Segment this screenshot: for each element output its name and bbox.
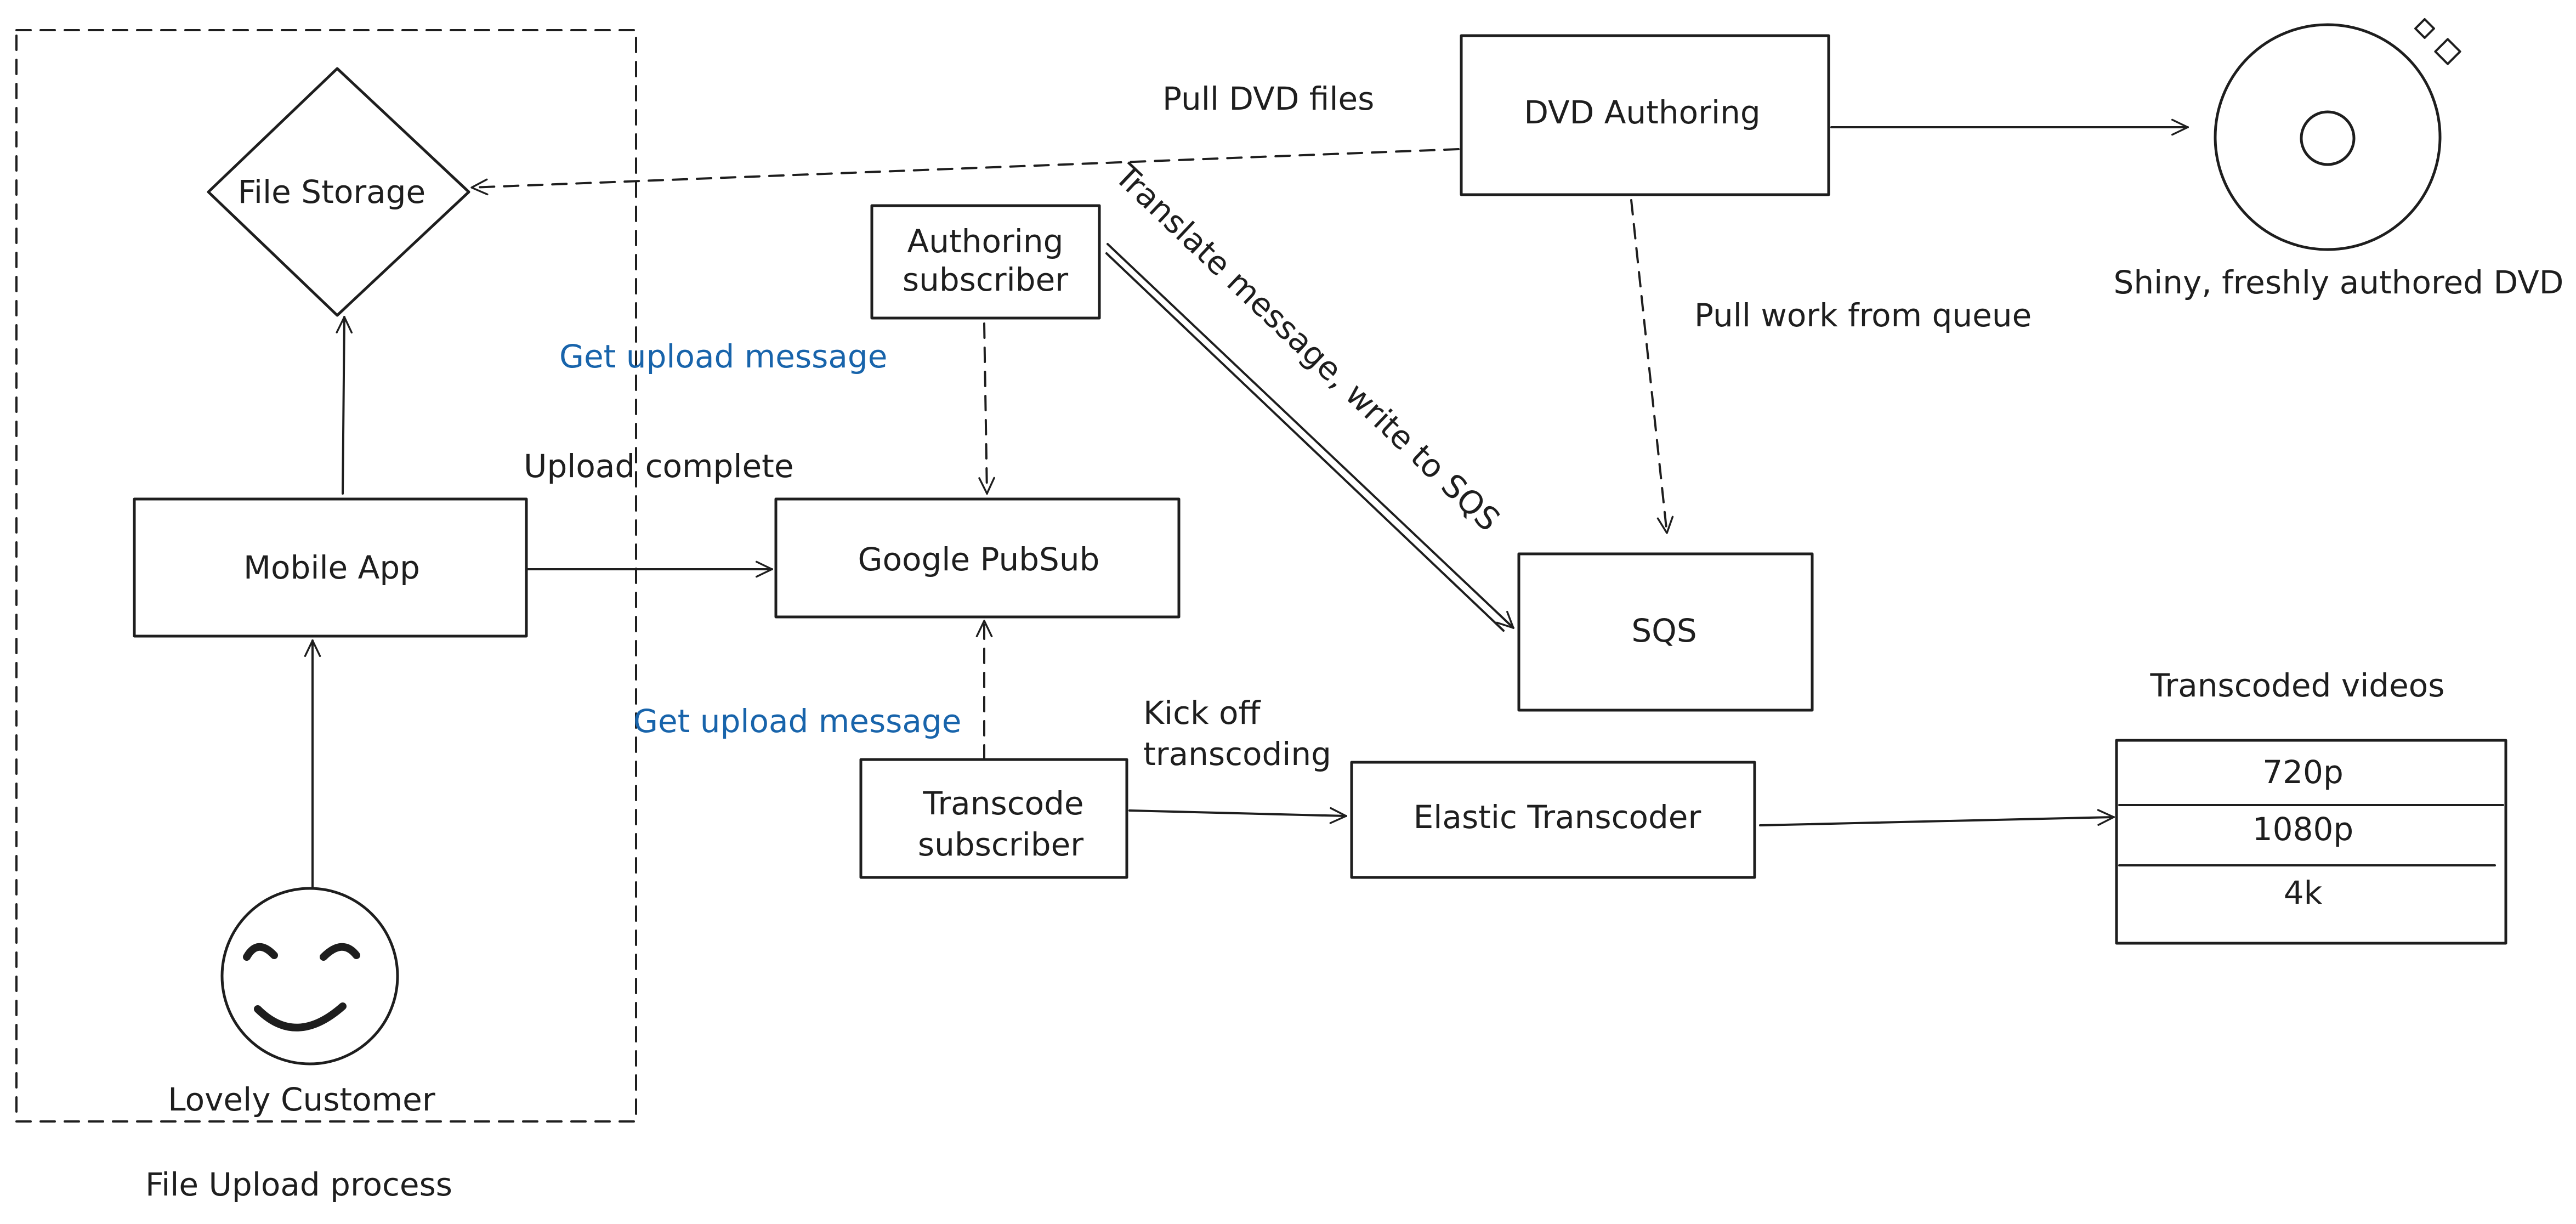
mobile-app-label: Mobile App xyxy=(243,549,420,586)
edge-authoring-to-sqs xyxy=(1107,243,1514,629)
pull-dvd-files-label: Pull DVD files xyxy=(1162,80,1374,117)
edge-authoring-to-sqs-double xyxy=(1105,252,1505,632)
dvd-authoring-label: DVD Authoring xyxy=(1524,94,1760,131)
authoring-subscriber-node xyxy=(870,204,1101,320)
edge-dvd-to-sqs xyxy=(1630,199,1674,534)
edge-authoring-to-pubsub xyxy=(978,322,995,495)
elastic-transcoder-node xyxy=(1350,761,1756,879)
sqs-node xyxy=(1517,552,1814,712)
dvd-hole-icon xyxy=(2300,110,2356,166)
translate-message-label: Translate message, write to SQS xyxy=(1108,156,1507,539)
transcode-subscriber-node xyxy=(859,758,1128,879)
upload-complete-label: Upload complete xyxy=(524,447,794,485)
video-row: 720p xyxy=(2262,753,2344,791)
edge-transcode-to-elastic xyxy=(1128,807,1347,824)
pull-work-label: Pull work from queue xyxy=(1694,297,2032,334)
authoring-subscriber-label-1: Authoring xyxy=(907,223,1064,260)
dvd-caption: Shiny, freshly authored DVD xyxy=(2114,264,2564,301)
edge-elastic-to-videos xyxy=(1759,809,2115,826)
dvd-authoring-node xyxy=(1460,34,1830,196)
file-storage-node xyxy=(207,67,470,317)
video-row: 1080p xyxy=(2252,811,2353,848)
video-row: 4k xyxy=(2284,874,2323,911)
transcode-subscriber-label-1: Transcode xyxy=(922,785,1083,822)
sparkle-icon xyxy=(2434,38,2461,65)
mobile-app-node xyxy=(133,497,528,638)
elastic-transcoder-label: Elastic Transcoder xyxy=(1414,798,1701,836)
customer-label: Lovely Customer xyxy=(168,1081,435,1118)
upload-process-group xyxy=(15,29,637,1123)
kick-off-label-2: transcoding xyxy=(1143,735,1331,773)
authoring-subscriber-label-2: subscriber xyxy=(903,261,1068,298)
kick-off-label-1: Kick off xyxy=(1143,694,1262,732)
google-pubsub-node xyxy=(774,497,1181,619)
get-upload-message-bottom-label: Get upload message xyxy=(633,702,961,740)
videos-table xyxy=(2115,739,2507,945)
dvd-disc-icon xyxy=(2214,23,2442,251)
upload-process-label: File Upload process xyxy=(145,1166,452,1203)
customer-face-icon xyxy=(243,943,360,1032)
transcode-subscriber-label-2: subscriber xyxy=(918,826,1083,863)
file-storage-label: File Storage xyxy=(238,173,425,211)
edge-dvd-to-storage xyxy=(470,148,1460,196)
get-upload-message-top-label: Get upload message xyxy=(559,338,887,375)
customer-node xyxy=(220,887,399,1066)
transcoded-videos-caption: Transcoded videos xyxy=(2149,667,2444,704)
sqs-label: SQS xyxy=(1631,612,1696,649)
edge-app-to-storage xyxy=(336,316,353,495)
google-pubsub-label: Google PubSub xyxy=(858,541,1100,578)
sparkle-icon xyxy=(2414,18,2435,39)
